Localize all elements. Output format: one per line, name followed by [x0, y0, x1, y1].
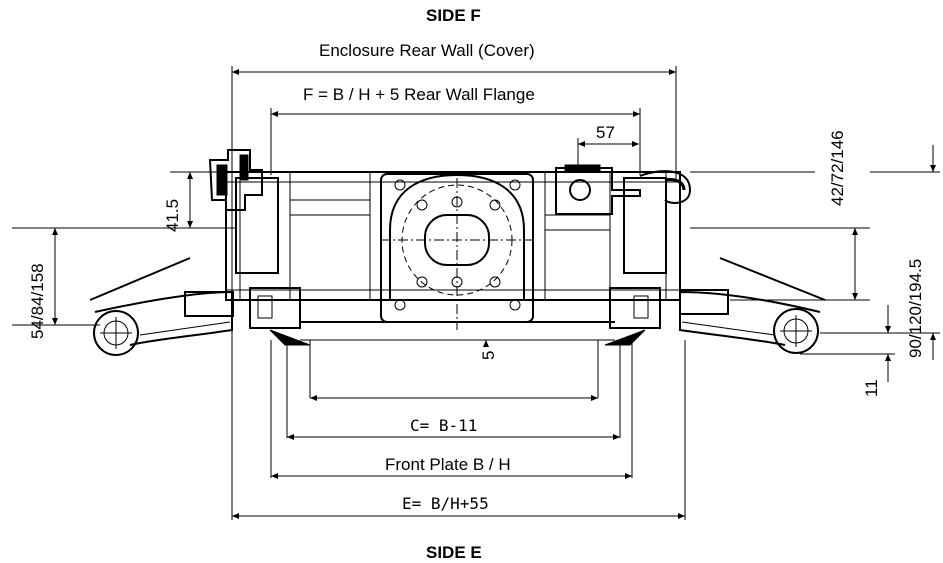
flange-label: F = B / H + 5 Rear Wall Flange	[303, 85, 535, 104]
right-top-label: 42/72/146	[828, 130, 847, 206]
left-heights-label: 54/84/158	[28, 263, 47, 339]
side-f-heading: SIDE F	[426, 6, 481, 25]
left-roller	[93, 310, 139, 356]
right-heights-label: 90/120/194.5	[906, 258, 925, 358]
rear-wall-label: Enclosure Rear Wall (Cover)	[319, 41, 535, 60]
dim-11-label: 11	[862, 379, 881, 397]
dim-57-label: 57	[596, 123, 615, 142]
side-e-heading: SIDE E	[426, 543, 482, 562]
c-dimension-label: C= B-11	[410, 416, 478, 435]
front-plate-label: Front Plate B / H	[385, 455, 511, 474]
e-dimension-label: E= B/H+55	[402, 494, 489, 513]
dim-5-label: 5	[479, 350, 498, 360]
dim-41-5-label: 41.5	[163, 198, 182, 232]
top-right-latch	[555, 167, 641, 215]
top-left-clamp	[208, 149, 263, 211]
housing-body	[225, 171, 681, 301]
right-roller	[773, 308, 819, 354]
